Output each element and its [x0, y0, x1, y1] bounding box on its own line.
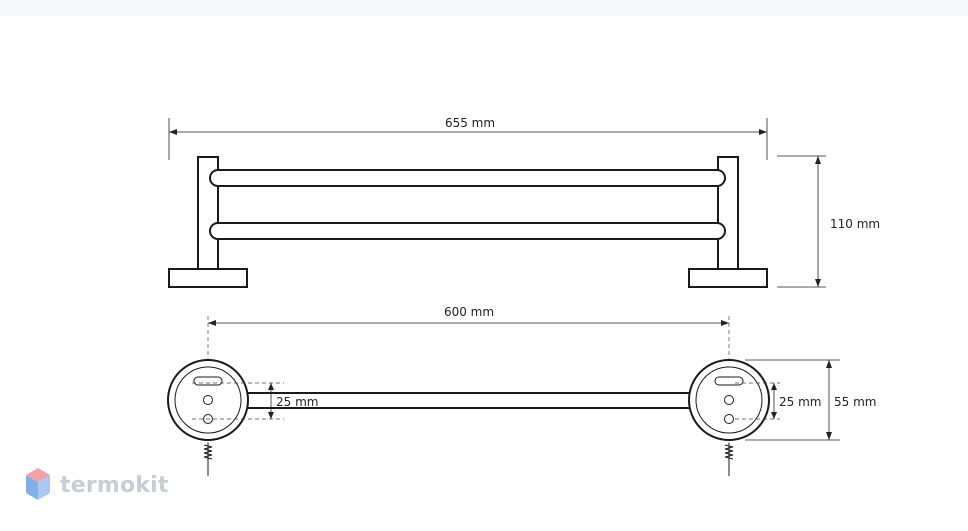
left-mount-hole-upper: [203, 395, 213, 405]
upper-tube: [209, 169, 726, 187]
dim-25-right-arrow-bottom: [771, 412, 777, 419]
right-mount-hole-upper: [724, 395, 734, 405]
dim-655-arrow-right: [759, 129, 767, 135]
dim-110-label: 110 mm: [830, 217, 880, 231]
dim-25-left-arrow-bottom: [268, 412, 274, 419]
dim-600-label: 600 mm: [444, 305, 494, 319]
right-mount-slot: [714, 376, 744, 386]
right-screw: [724, 443, 734, 476]
dim-600-arrow-right: [721, 320, 729, 326]
lower-tube: [209, 222, 726, 240]
dim-110-arrow-top: [815, 156, 821, 164]
dim-55-arrow-bottom: [826, 432, 832, 440]
right-base-plate: [688, 268, 768, 288]
left-mount-hole-lower: [203, 414, 213, 424]
right-screw-thread: [724, 444, 734, 460]
left-base-outer-circle: [167, 359, 249, 441]
left-screw-thread: [203, 444, 213, 460]
left-mount-slot: [193, 376, 223, 386]
dim-25-left-arrow-top: [268, 383, 274, 390]
top-strip: [0, 0, 968, 16]
dim-25-left-label: 25 mm: [276, 395, 318, 409]
dim-25-right-arrow-top: [771, 383, 777, 390]
dim-655-label: 655 mm: [445, 116, 495, 130]
dim-110-arrow-bottom: [815, 279, 821, 287]
left-round-base: [167, 359, 249, 441]
dim-655-arrow-left: [169, 129, 177, 135]
right-base-inner-circle: [695, 366, 763, 434]
left-screw: [203, 443, 213, 476]
right-base-outer-circle: [688, 359, 770, 441]
brand-name: termokit: [60, 472, 169, 498]
right-post: [717, 156, 739, 270]
brand-logo: termokit: [24, 466, 169, 504]
dim-600-arrow-left: [208, 320, 216, 326]
dim-25-right-label: 25 mm: [779, 395, 821, 409]
front-view: 655 mm 110 mm: [168, 116, 880, 288]
top-view: 600 mm: [167, 305, 876, 476]
left-base-plate: [168, 268, 248, 288]
right-round-base: [688, 359, 770, 441]
dim-55-label: 55 mm: [834, 395, 876, 409]
right-mount-hole-lower: [724, 414, 734, 424]
dim-55-arrow-top: [826, 360, 832, 368]
left-base-inner-circle: [174, 366, 242, 434]
cube-logo-icon: [26, 468, 50, 500]
